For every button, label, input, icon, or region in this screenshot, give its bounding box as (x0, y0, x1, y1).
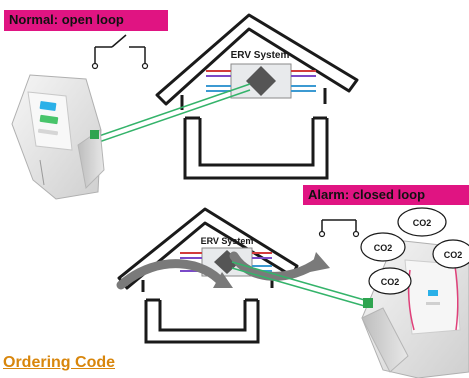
top-erv-label: ERV System (231, 50, 290, 61)
normal-open-loop-label: Normal: open loop (4, 10, 168, 31)
ordering-code-heading: Ordering Code (3, 354, 116, 371)
bottom-cable (231, 261, 369, 308)
co2-label: CO2 (413, 218, 432, 228)
co2-bubble-2: CO2 (360, 232, 406, 262)
bottom-house (117, 207, 299, 344)
airflow-arrow-right (229, 251, 330, 281)
bottom-erv-label: ERV System (201, 236, 254, 246)
co2-label: CO2 (381, 277, 400, 287)
co2-label: CO2 (444, 250, 463, 260)
co2-bubble-3: CO2 (432, 239, 469, 269)
top-cable (95, 83, 251, 144)
co2-bubble-4: CO2 (368, 267, 412, 295)
top-house (155, 13, 359, 180)
co2-bubble-1: CO2 (397, 207, 447, 237)
co2-label: CO2 (374, 243, 393, 253)
top-sensor-device (11, 74, 105, 200)
alarm-closed-loop-label: Alarm: closed loop (303, 185, 469, 205)
airflow-arrow-left (116, 259, 233, 290)
open-switch-icon (91, 34, 149, 70)
closed-switch-icon (318, 219, 360, 238)
